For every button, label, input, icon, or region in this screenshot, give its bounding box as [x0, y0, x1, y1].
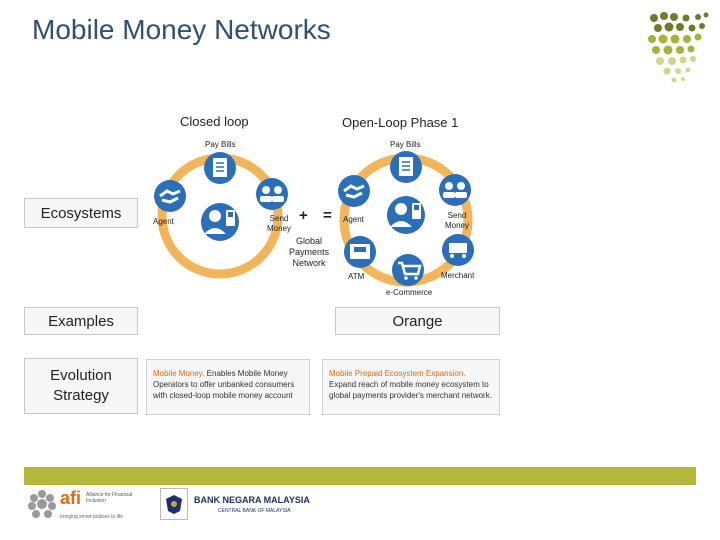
global-payments-network-label: Global Payments Network	[288, 236, 330, 268]
footer-band	[24, 467, 696, 485]
closed-strategy-text: Mobile Money. Enables Mobile Money Opera…	[153, 369, 295, 400]
bill-icon	[390, 151, 422, 183]
handshake-icon	[338, 175, 370, 207]
bnm-crest-icon	[160, 488, 188, 520]
row-label-ecosystems: Ecosystems	[24, 198, 138, 228]
closed-strategy-box: Mobile Money. Enables Mobile Money Opera…	[146, 359, 310, 415]
closed-agent-label: Agent	[153, 217, 174, 226]
merchant-icon	[442, 234, 474, 266]
closed-pay-bills-label: Pay Bills	[205, 140, 236, 149]
bnm-subtitle: CENTRAL BANK OF MALAYSIA	[218, 508, 291, 514]
open-pay-bills-label: Pay Bills	[390, 140, 421, 149]
people-icon	[439, 174, 471, 206]
afi-logo: afi Alliance for Financial Inclusion bri…	[26, 488, 136, 524]
closed-loop-header: Closed loop	[180, 114, 249, 129]
open-strategy-highlight: Mobile Prepaid Ecosystem Expansion.	[329, 369, 466, 378]
ecommerce-label: e-Commerce	[386, 288, 433, 297]
user-phone-icon	[387, 196, 425, 234]
plus-operator: +	[299, 207, 308, 224]
afi-globe-icon	[28, 490, 56, 518]
atm-icon	[344, 236, 376, 268]
open-send-money-label: Send Money	[444, 211, 469, 230]
open-loop-diagram	[338, 151, 474, 287]
dot-cluster-logo	[648, 12, 709, 83]
closed-send-money-label: Send Money	[266, 214, 291, 233]
example-orange: Orange	[335, 307, 500, 335]
row-label-examples: Examples	[24, 307, 138, 335]
closed-loop-diagram	[154, 152, 288, 279]
open-strategy-text: Mobile Prepaid Ecosystem Expansion. Expa…	[329, 369, 492, 400]
shopping-cart-icon	[392, 254, 424, 286]
people-icon	[256, 178, 288, 210]
page-title: Mobile Money Networks	[32, 14, 331, 45]
open-loop-header: Open-Loop Phase 1	[342, 115, 459, 130]
afi-tagline: bringing smart policies to life	[60, 514, 124, 520]
row-label-evolution-strategy: Evolution Strategy	[24, 358, 138, 414]
merchant-label: Merchant	[441, 271, 475, 280]
atm-label: ATM	[348, 272, 365, 281]
equals-operator: =	[323, 207, 332, 224]
user-phone-icon	[201, 203, 239, 241]
closed-strategy-highlight: Mobile Money.	[153, 369, 205, 378]
afi-wordmark: afi	[60, 488, 82, 508]
bnm-logo: BANK NEGARA MALAYSIA CENTRAL BANK OF MAL…	[160, 488, 360, 522]
open-agent-label: Agent	[343, 215, 364, 224]
open-strategy-box: Mobile Prepaid Ecosystem Expansion. Expa…	[322, 359, 500, 415]
bill-icon	[204, 152, 236, 184]
bnm-name: BANK NEGARA MALAYSIA	[194, 495, 310, 505]
handshake-icon	[154, 180, 186, 212]
afi-subtitle: Alliance for Financial Inclusion	[86, 492, 133, 504]
